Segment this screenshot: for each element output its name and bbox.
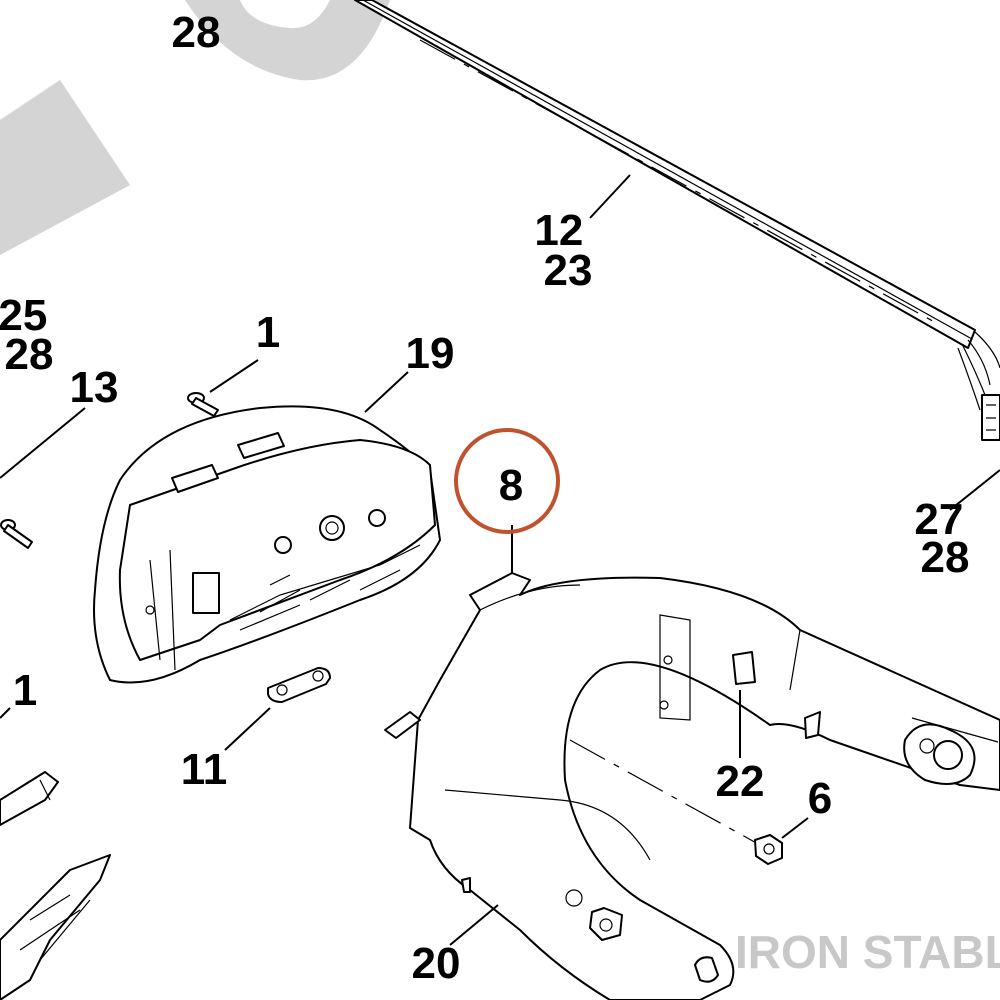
callout-1-upper: 1 (256, 308, 280, 357)
highlight-circle (454, 428, 560, 534)
background-watermark-shape (0, 0, 390, 255)
callout-20: 20 (412, 939, 461, 988)
callout-12: 12 23 (534, 206, 595, 295)
flange-nut-part-6 (754, 834, 783, 865)
watermark-text: IRON STABLE (735, 926, 1000, 978)
callout-27: 27 28 (914, 495, 975, 582)
pin-part-upper (187, 392, 219, 417)
callout-8: 8 (499, 461, 523, 510)
callout-13: 13 (70, 363, 119, 412)
instrument-housing-part (93, 405, 441, 684)
leader-lines (0, 174, 1000, 946)
pin-part-13 (0, 519, 33, 549)
callout-28: 28 28 (165, 0, 226, 57)
callout-6: 6 (808, 774, 832, 823)
callout-11: 11 (181, 745, 228, 794)
callout-25: 25 28 (0, 291, 60, 379)
callout-1-lower: 1 (13, 666, 37, 715)
wiring-harness-part (354, 0, 1000, 441)
callout-22: 22 (716, 757, 765, 806)
callout-19: 19 (406, 329, 455, 378)
cover-part-20 (384, 572, 1000, 1000)
callout-labels: 28 28 12 23 25 28 1 19 13 8 (0, 0, 975, 988)
clip-part-11 (267, 667, 331, 703)
bracket-part-lower-left (0, 771, 111, 1000)
